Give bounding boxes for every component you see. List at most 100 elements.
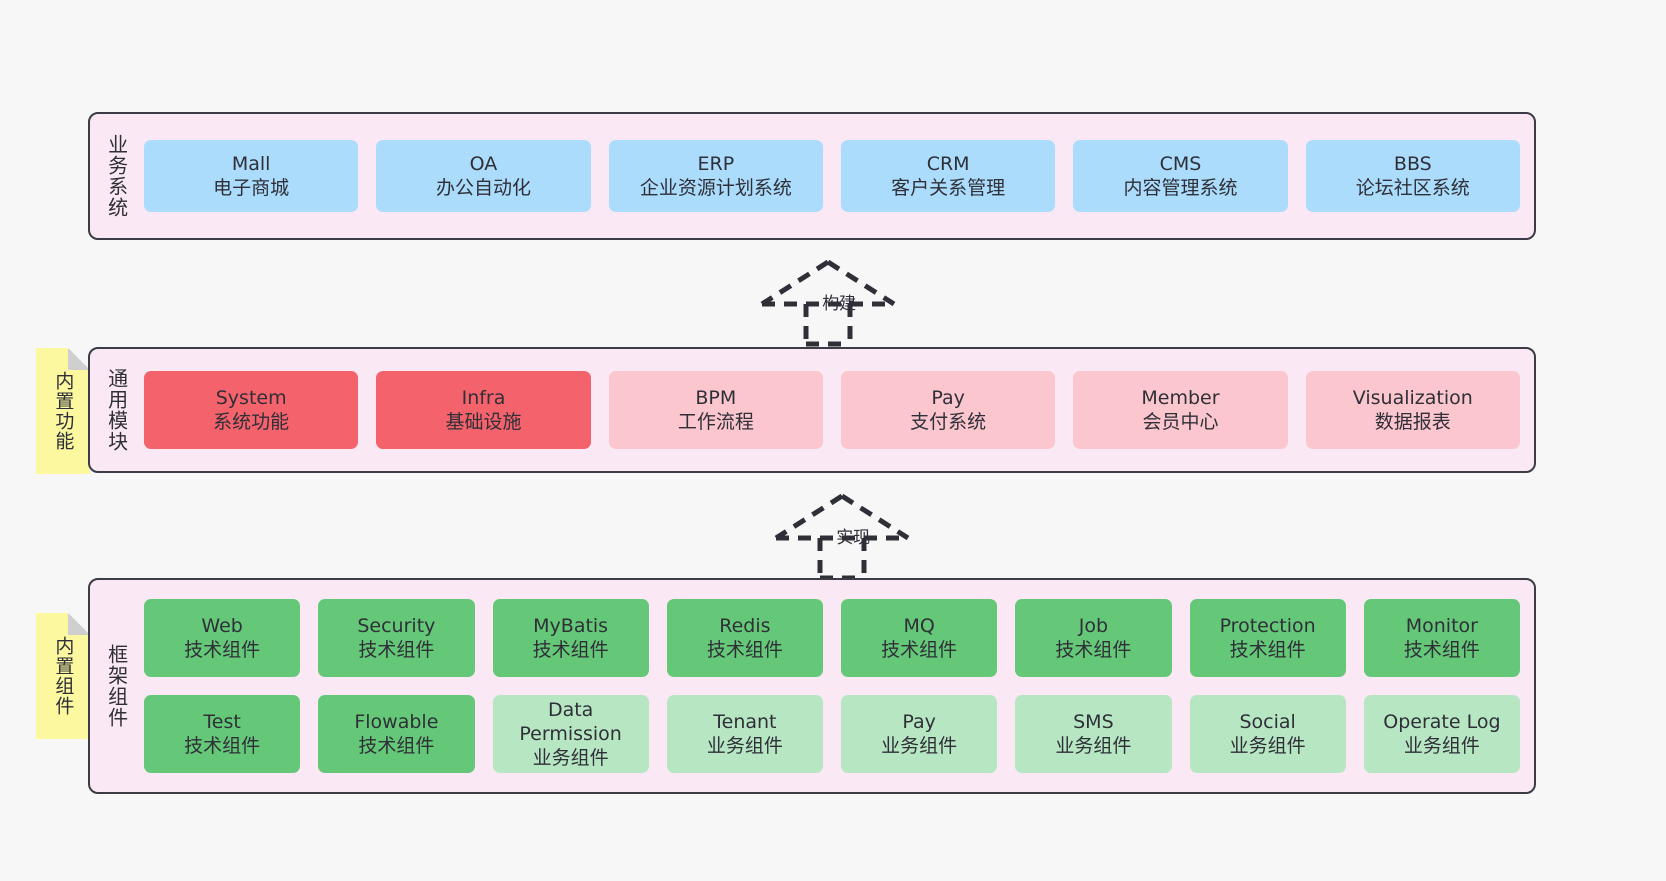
framework-row-business: Test 技术组件 Flowable 技术组件 Data Permission … <box>144 695 1520 773</box>
business-card-bbs[interactable]: BBS 论坛社区系统 <box>1305 140 1520 212</box>
card-subtitle: 技术组件 <box>358 639 435 661</box>
sticky-note-builtin-components: 内置组件 <box>36 613 90 739</box>
business-card-crm[interactable]: CRM 客户关系管理 <box>840 140 1056 212</box>
card-subtitle: 技术组件 <box>184 639 261 661</box>
card-subtitle: 内容管理系统 <box>1123 177 1238 199</box>
layer-body-business: Mall 电子商城 OA 办公自动化 ERP 企业资源计划系统 CRM 客户关系… <box>138 114 1534 238</box>
card-subtitle: 技术组件 <box>184 735 261 757</box>
component-card-security[interactable]: Security 技术组件 <box>318 599 475 677</box>
component-card-redis[interactable]: Redis 技术组件 <box>666 599 823 677</box>
connector-implement-label: 实现 <box>836 528 871 548</box>
card-title: MyBatis <box>533 614 609 637</box>
framework-row-technical: Web 技术组件 Security 技术组件 MyBatis 技术组件 Redi… <box>144 599 1520 677</box>
component-card-job[interactable]: Job 技术组件 <box>1015 599 1172 677</box>
card-title: BBS <box>1393 152 1432 175</box>
card-title: Job <box>1078 614 1109 637</box>
card-title: Pay <box>931 386 965 409</box>
component-card-mq[interactable]: MQ 技术组件 <box>841 599 998 677</box>
module-card-infra[interactable]: Infra 基础设施 <box>376 371 591 449</box>
card-subtitle: 企业资源计划系统 <box>639 177 792 199</box>
card-subtitle: 技术组件 <box>532 639 609 661</box>
card-subtitle: 业务组件 <box>1229 735 1306 757</box>
card-subtitle: 工作流程 <box>677 411 754 433</box>
layer-business-systems: 业务系统 Mall 电子商城 OA 办公自动化 ERP 企业资源计划系统 CRM… <box>88 112 1536 240</box>
card-title: SMS <box>1073 710 1114 733</box>
module-card-pay[interactable]: Pay 支付系统 <box>840 371 1056 449</box>
layer-title-common: 通用模块 <box>104 368 129 452</box>
module-card-visualization[interactable]: Visualization 数据报表 <box>1305 371 1520 449</box>
component-card-flowable[interactable]: Flowable 技术组件 <box>318 695 475 773</box>
card-title: Infra <box>461 386 506 409</box>
layer-common-modules: 通用模块 System 系统功能 Infra 基础设施 BPM 工作流程 Pay… <box>88 347 1536 473</box>
card-subtitle: 基础设施 <box>445 411 522 433</box>
card-title: Security <box>357 614 436 637</box>
component-card-mybatis[interactable]: MyBatis 技术组件 <box>492 599 649 677</box>
card-title: Web <box>201 614 243 637</box>
card-title: OA <box>469 152 498 175</box>
card-title: Data Permission <box>519 698 622 745</box>
card-title: CMS <box>1159 152 1202 175</box>
card-title: CRM <box>926 152 970 175</box>
card-title: System <box>215 386 287 409</box>
connector-implement: 实现 <box>772 492 912 581</box>
card-title: Monitor <box>1405 614 1478 637</box>
sticky-note-builtin-features: 内置功能 <box>36 348 90 474</box>
layer-framework-components: 框架组件 Web 技术组件 Security 技术组件 MyBatis 技术组件… <box>88 578 1536 794</box>
card-title: Tenant <box>713 710 777 733</box>
module-card-bpm[interactable]: BPM 工作流程 <box>608 371 823 449</box>
component-card-monitor[interactable]: Monitor 技术组件 <box>1363 599 1520 677</box>
card-subtitle: 会员中心 <box>1142 411 1219 433</box>
card-subtitle: 业务组件 <box>532 747 609 770</box>
card-subtitle: 业务组件 <box>1055 735 1132 757</box>
card-title: Mall <box>231 152 271 175</box>
component-card-tenant[interactable]: Tenant 业务组件 <box>666 695 823 773</box>
sticky-note-label: 内置功能 <box>52 371 75 451</box>
module-card-system[interactable]: System 系统功能 <box>144 371 359 449</box>
card-subtitle: 业务组件 <box>1403 735 1480 757</box>
card-title: Protection <box>1219 614 1316 637</box>
card-title: Pay <box>902 710 936 733</box>
business-row: Mall 电子商城 OA 办公自动化 ERP 企业资源计划系统 CRM 客户关系… <box>144 140 1520 212</box>
generalization-arrow-icon <box>760 259 896 347</box>
component-card-web[interactable]: Web 技术组件 <box>144 599 301 677</box>
card-title: MQ <box>903 614 935 637</box>
card-subtitle: 业务组件 <box>881 735 958 757</box>
layer-title-framework: 框架组件 <box>104 644 129 728</box>
card-title: BPM <box>695 386 737 409</box>
card-subtitle: 办公自动化 <box>435 177 531 199</box>
card-title: ERP <box>697 152 735 175</box>
layer-body-common: System 系统功能 Infra 基础设施 BPM 工作流程 Pay 支付系统… <box>138 349 1534 471</box>
card-subtitle: 技术组件 <box>1229 639 1306 661</box>
card-subtitle: 技术组件 <box>358 735 435 757</box>
module-card-member[interactable]: Member 会员中心 <box>1073 371 1288 449</box>
component-card-protection[interactable]: Protection 技术组件 <box>1189 599 1346 677</box>
card-subtitle: 技术组件 <box>1055 639 1132 661</box>
card-subtitle: 系统功能 <box>213 411 290 433</box>
business-card-cms[interactable]: CMS 内容管理系统 <box>1073 140 1288 212</box>
card-subtitle: 数据报表 <box>1374 411 1451 433</box>
component-card-test[interactable]: Test 技术组件 <box>144 695 301 773</box>
component-card-operate-log[interactable]: Operate Log 业务组件 <box>1363 695 1520 773</box>
card-subtitle: 支付系统 <box>910 411 987 433</box>
component-card-social[interactable]: Social 业务组件 <box>1189 695 1346 773</box>
card-subtitle: 技术组件 <box>881 639 958 661</box>
card-subtitle: 业务组件 <box>706 735 783 757</box>
business-card-oa[interactable]: OA 办公自动化 <box>376 140 591 212</box>
card-subtitle: 论坛社区系统 <box>1355 177 1470 199</box>
common-row: System 系统功能 Infra 基础设施 BPM 工作流程 Pay 支付系统… <box>144 371 1520 449</box>
card-subtitle: 技术组件 <box>1403 639 1480 661</box>
business-card-mall[interactable]: Mall 电子商城 <box>144 140 359 212</box>
connector-build: 构建 <box>758 258 898 347</box>
card-subtitle: 电子商城 <box>213 177 290 199</box>
component-card-sms[interactable]: SMS 业务组件 <box>1015 695 1172 773</box>
business-card-erp[interactable]: ERP 企业资源计划系统 <box>608 140 823 212</box>
layer-title-business: 业务系统 <box>104 134 129 218</box>
component-card-data-permission[interactable]: Data Permission 业务组件 <box>492 695 649 773</box>
component-card-pay[interactable]: Pay 业务组件 <box>841 695 998 773</box>
connector-build-label: 构建 <box>822 294 857 314</box>
card-title: Flowable <box>354 710 439 733</box>
card-subtitle: 客户关系管理 <box>891 177 1006 199</box>
card-title: Test <box>203 710 241 733</box>
card-title: Social <box>1239 710 1296 733</box>
